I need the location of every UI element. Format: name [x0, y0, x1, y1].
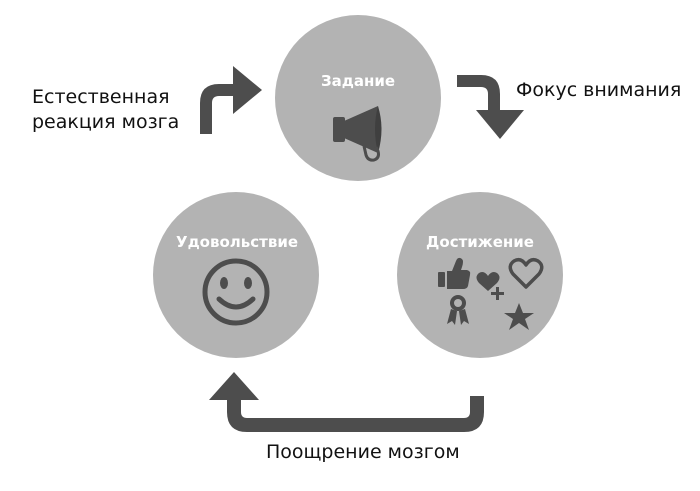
achievement-title: Достижение	[426, 233, 534, 251]
task-circle	[275, 15, 441, 181]
natural-reaction-label-line1: Естественная	[32, 86, 170, 108]
task-title: Задание	[320, 72, 396, 90]
brain-reward-arrow	[209, 372, 484, 432]
natural-reaction-arrow	[200, 66, 262, 134]
pleasure-title: Удовольствие	[176, 233, 299, 251]
heart-outline-icon	[508, 257, 544, 289]
star-icon	[504, 303, 534, 330]
brain-reward-label: Поощрение мозгом	[266, 441, 460, 463]
attention-focus-arrow	[457, 75, 524, 139]
megaphone-icon	[333, 106, 382, 162]
award-ribbon-icon	[447, 295, 469, 325]
pleasure-circle	[153, 192, 319, 358]
smiley-icon	[202, 258, 270, 326]
attention-focus-label: Фокус внимания	[516, 79, 682, 101]
natural-reaction-label-line2: реакция мозга	[32, 111, 180, 133]
thumbs-up-icon	[438, 257, 471, 289]
heart-plus-icon	[476, 272, 504, 300]
